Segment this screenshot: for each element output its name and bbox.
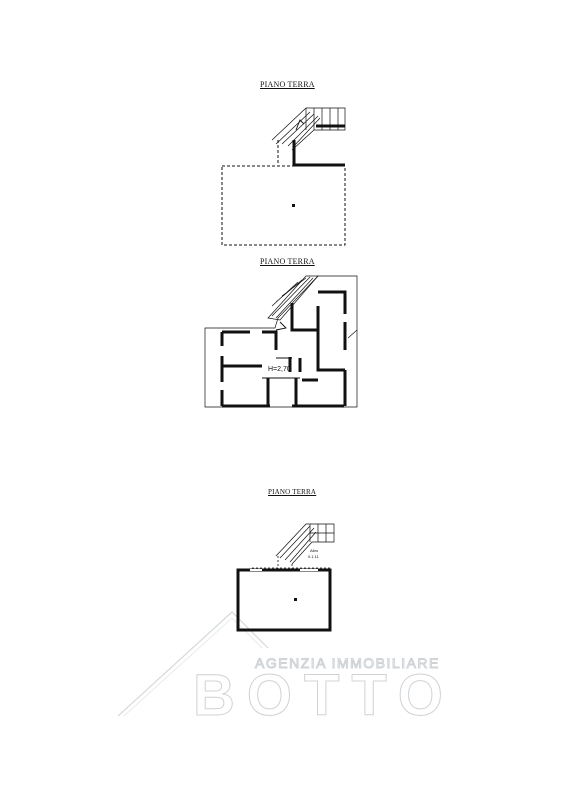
plan-2-title: PIANO TERRA xyxy=(260,257,315,266)
plan-1-walls xyxy=(292,124,345,167)
plan-1-staircase xyxy=(271,107,346,151)
plan-2-staircase xyxy=(267,275,319,331)
plan-3-room-code: 0.1.11 xyxy=(308,554,319,559)
plan-1-title: PIANO TERRA xyxy=(260,80,315,89)
watermark-roof-icon xyxy=(117,611,269,717)
plan-3-center-mark xyxy=(294,598,297,601)
watermark-brand-text: BOTTO xyxy=(193,663,455,729)
plan-3-title: PIANO TERRA xyxy=(268,488,317,496)
watermark-agency-text: AGENZIA IMMOBILIARE xyxy=(255,655,440,672)
plan-1-center-mark xyxy=(292,204,295,207)
plan-2-height-label: H=2,70 xyxy=(268,366,291,373)
plan-3-dashed-lines xyxy=(252,556,330,570)
plan-3-staircase xyxy=(275,523,335,565)
plan-3-room-label: Altro xyxy=(310,548,319,553)
plan-2-inner-lines xyxy=(262,357,300,379)
plan-1-dashed-outline xyxy=(221,140,346,246)
plan-2-walls xyxy=(220,290,347,408)
plan-3-walls xyxy=(236,568,332,632)
